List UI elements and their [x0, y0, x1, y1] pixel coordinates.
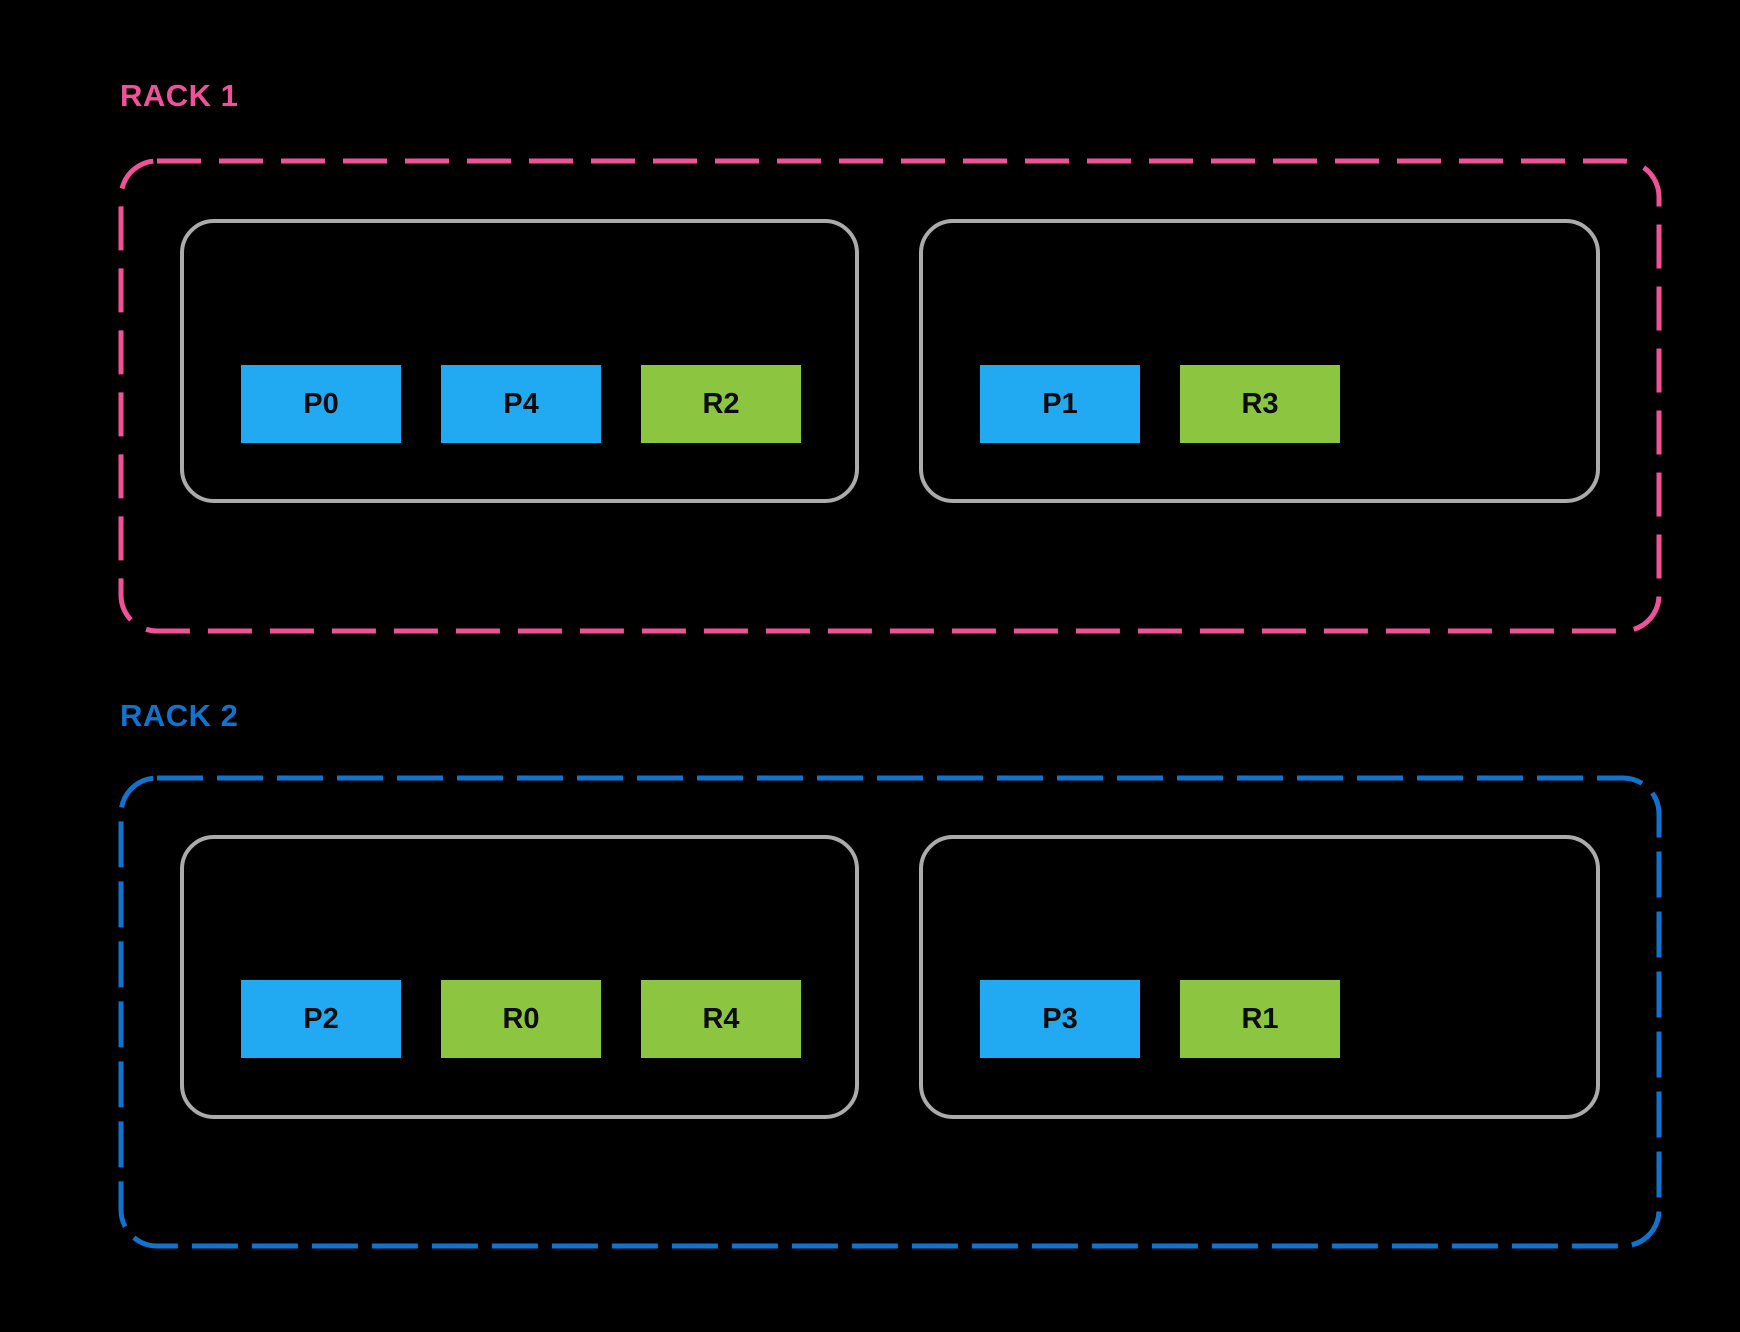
rack1-title: RACK 1 [120, 78, 239, 113]
node-r0: R0 [441, 980, 601, 1058]
rack2-host2 [919, 835, 1600, 1119]
rack2-dashed-border [118, 775, 1662, 1249]
node-r3: R3 [1180, 365, 1340, 443]
node-p1: P1 [980, 365, 1140, 443]
node-r1: R1 [1180, 980, 1340, 1058]
rack1-dashed-border [118, 158, 1662, 634]
rack1-host1 [180, 219, 859, 503]
rack2-title: RACK 2 [120, 698, 239, 733]
node-p4: P4 [441, 365, 601, 443]
rack1-host2 [919, 219, 1600, 503]
node-p2: P2 [241, 980, 401, 1058]
rack1-boundary [118, 158, 1662, 634]
node-p0: P0 [241, 365, 401, 443]
node-r2: R2 [641, 365, 801, 443]
node-r4: R4 [641, 980, 801, 1058]
rack2-host1 [180, 835, 859, 1119]
rack2-boundary [118, 775, 1662, 1249]
node-p3: P3 [980, 980, 1140, 1058]
